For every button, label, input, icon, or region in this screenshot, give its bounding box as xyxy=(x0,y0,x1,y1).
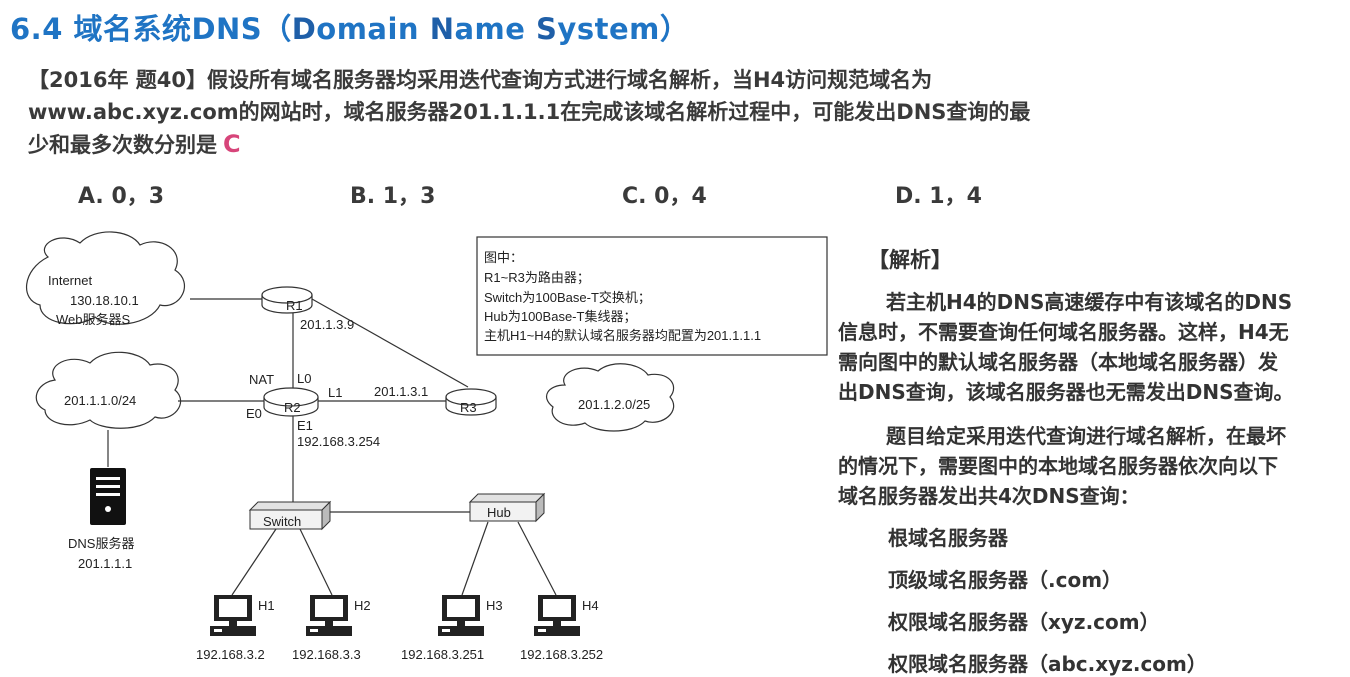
host-h1-icon xyxy=(210,595,256,636)
analysis-heading: 【解析】 xyxy=(868,248,952,272)
net1-label: 201.1.1.0/24 xyxy=(64,393,136,408)
h1-label: H1 xyxy=(258,598,275,613)
note-box xyxy=(476,236,828,356)
l1-label: L1 xyxy=(328,385,342,400)
h2-ip: 192.168.3.3 xyxy=(292,647,361,662)
dns-server-icon xyxy=(90,468,126,525)
r3-ip: 201.1.3.1 xyxy=(374,384,428,399)
e1-label: E1 xyxy=(297,418,313,433)
analysis-item-1: 根域名服务器 xyxy=(888,526,1008,550)
dns-label: DNS服务器 xyxy=(68,536,134,551)
switch-icon xyxy=(248,500,332,531)
note-line-5: 主机H1~H4的默认域名服务器均配置为201.1.1.1 xyxy=(484,328,761,343)
host-h2-icon xyxy=(306,595,352,636)
option-b: B. 1，3 xyxy=(350,184,436,209)
nat-label: NAT xyxy=(249,372,274,387)
analysis-item-2: 顶级域名服务器（.com） xyxy=(888,568,1123,592)
host-h3-icon xyxy=(438,595,484,636)
switch-label: Switch xyxy=(263,514,301,529)
answer-mark: C xyxy=(223,130,241,158)
option-d: D. 1，4 xyxy=(895,184,982,209)
h3-ip: 192.168.3.251 xyxy=(401,647,484,662)
analysis-p2-line2: 的情况下，需要图中的本地域名服务器依次向以下 xyxy=(838,454,1278,478)
h4-label: H4 xyxy=(582,598,599,613)
analysis-p2-line3: 域名服务器发出共4次DNS查询： xyxy=(838,484,1140,508)
analysis-p1-line1: 若主机H4的DNS高速缓存中有该域名的DNS xyxy=(886,290,1293,314)
lan-cloud-1 xyxy=(35,351,182,429)
analysis-item-3: 权限域名服务器（xyz.com） xyxy=(888,610,1160,634)
page-title: 6.4 域名系统DNS（Domain Name System） xyxy=(10,12,690,46)
option-a: A. 0，3 xyxy=(78,184,165,209)
e0-label: E0 xyxy=(246,406,262,421)
analysis-p1-line3: 需向图中的默认域名服务器（本地域名服务器）发 xyxy=(838,350,1278,374)
question-text: 【2016年 题40】假设所有域名服务器均采用迭代查询方式进行域名解析，当H4访… xyxy=(28,64,1208,161)
net2-label: 201.1.2.0/25 xyxy=(578,397,650,412)
dns-ip: 201.1.1.1 xyxy=(78,556,132,571)
internet-label: Internet xyxy=(48,273,92,288)
note-line-4: Hub为100Base-T集线器； xyxy=(484,309,636,325)
analysis-p1-line2: 信息时，不需要查询任何域名服务器。这样，H4无 xyxy=(838,320,1289,344)
analysis-item-4: 权限域名服务器（abc.xyz.com） xyxy=(888,652,1207,676)
router-r3 xyxy=(445,388,497,416)
question-line-2: www.abc.xyz.com的网站时，域名服务器201.1.1.1在完成该域名… xyxy=(28,100,1031,124)
router-r2 xyxy=(263,387,319,417)
internet-cloud xyxy=(25,231,186,325)
r1-label: R1 xyxy=(286,298,303,313)
h4-ip: 192.168.3.252 xyxy=(520,647,603,662)
hub-icon xyxy=(468,492,546,523)
internet-ip: 130.18.10.1 xyxy=(70,293,139,308)
l0-label: L0 xyxy=(297,371,311,386)
r2-label: R2 xyxy=(284,400,301,415)
analysis-p1-line4: 出DNS查询，该域名服务器也无需发出DNS查询。 xyxy=(838,380,1294,404)
h2-label: H2 xyxy=(354,598,371,613)
h3-label: H3 xyxy=(486,598,503,613)
note-line-1: 图中： xyxy=(484,250,523,265)
h1-ip: 192.168.3.2 xyxy=(196,647,265,662)
web-server-label: Web服务器S xyxy=(56,312,130,327)
e1-ip: 192.168.3.254 xyxy=(297,434,380,449)
note-line-2: R1~R3为路由器； xyxy=(484,270,590,286)
option-c: C. 0，4 xyxy=(622,184,707,209)
r1-ip: 201.1.3.9 xyxy=(300,317,354,332)
analysis-p2-line1: 题目给定采用迭代查询进行域名解析，在最坏 xyxy=(886,424,1286,448)
lan-cloud-2 xyxy=(546,363,675,432)
router-r1 xyxy=(261,286,313,314)
hub-label: Hub xyxy=(487,505,511,520)
host-h4-icon xyxy=(534,595,580,636)
note-line-3: Switch为100Base-T交换机； xyxy=(484,290,651,306)
question-line-1: 【2016年 题40】假设所有域名服务器均采用迭代查询方式进行域名解析，当H4访… xyxy=(28,68,933,92)
network-diagram: 图中： R1~R3为路由器； Switch为100Base-T交换机； Hub为… xyxy=(25,231,828,662)
r3-label: R3 xyxy=(460,400,477,415)
